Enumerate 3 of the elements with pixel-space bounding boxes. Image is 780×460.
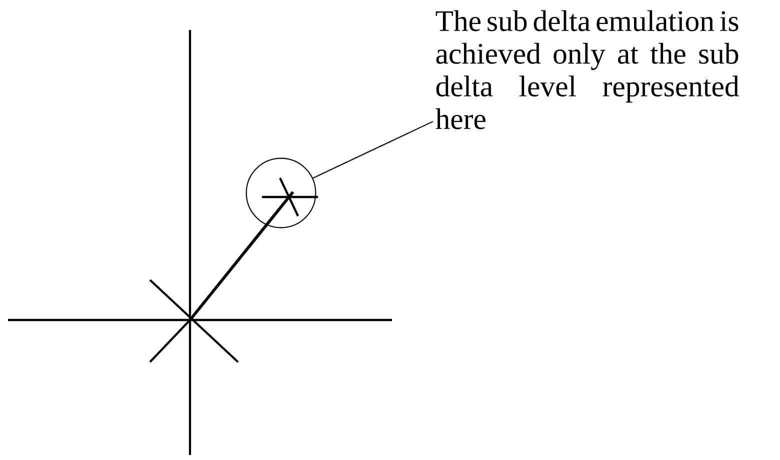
note-text: The sub delta emulation is achieved only at the sub delta level represented here [436,10,739,130]
highlight-circle [246,158,316,228]
leader-line [312,120,434,179]
